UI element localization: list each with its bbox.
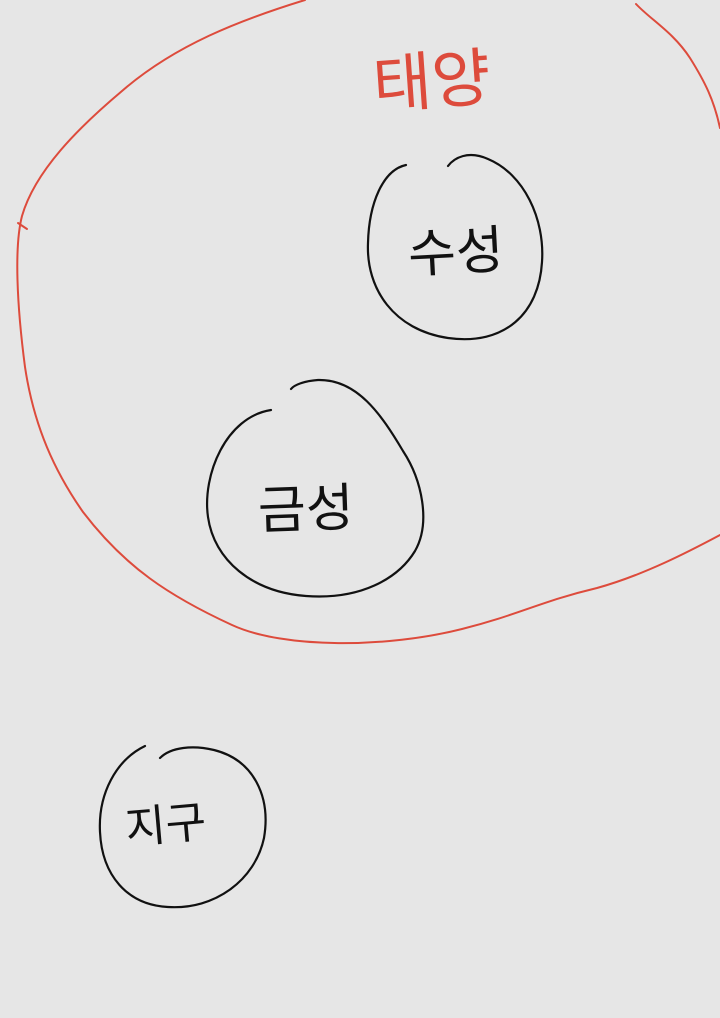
mercury-label: 수성 (406, 221, 505, 286)
mercury-circle (366, 154, 544, 341)
earth-label: 지구 (123, 797, 208, 855)
sun-boundary-stroke (16, 0, 720, 645)
venus-label: 금성 (257, 478, 355, 541)
sun-boundary-top-stroke (635, 3, 720, 129)
venus-circle (206, 378, 425, 598)
sun-label: 태양 (370, 42, 493, 124)
sun-boundary-small-mark (17, 222, 28, 230)
earth-circle (98, 744, 267, 909)
